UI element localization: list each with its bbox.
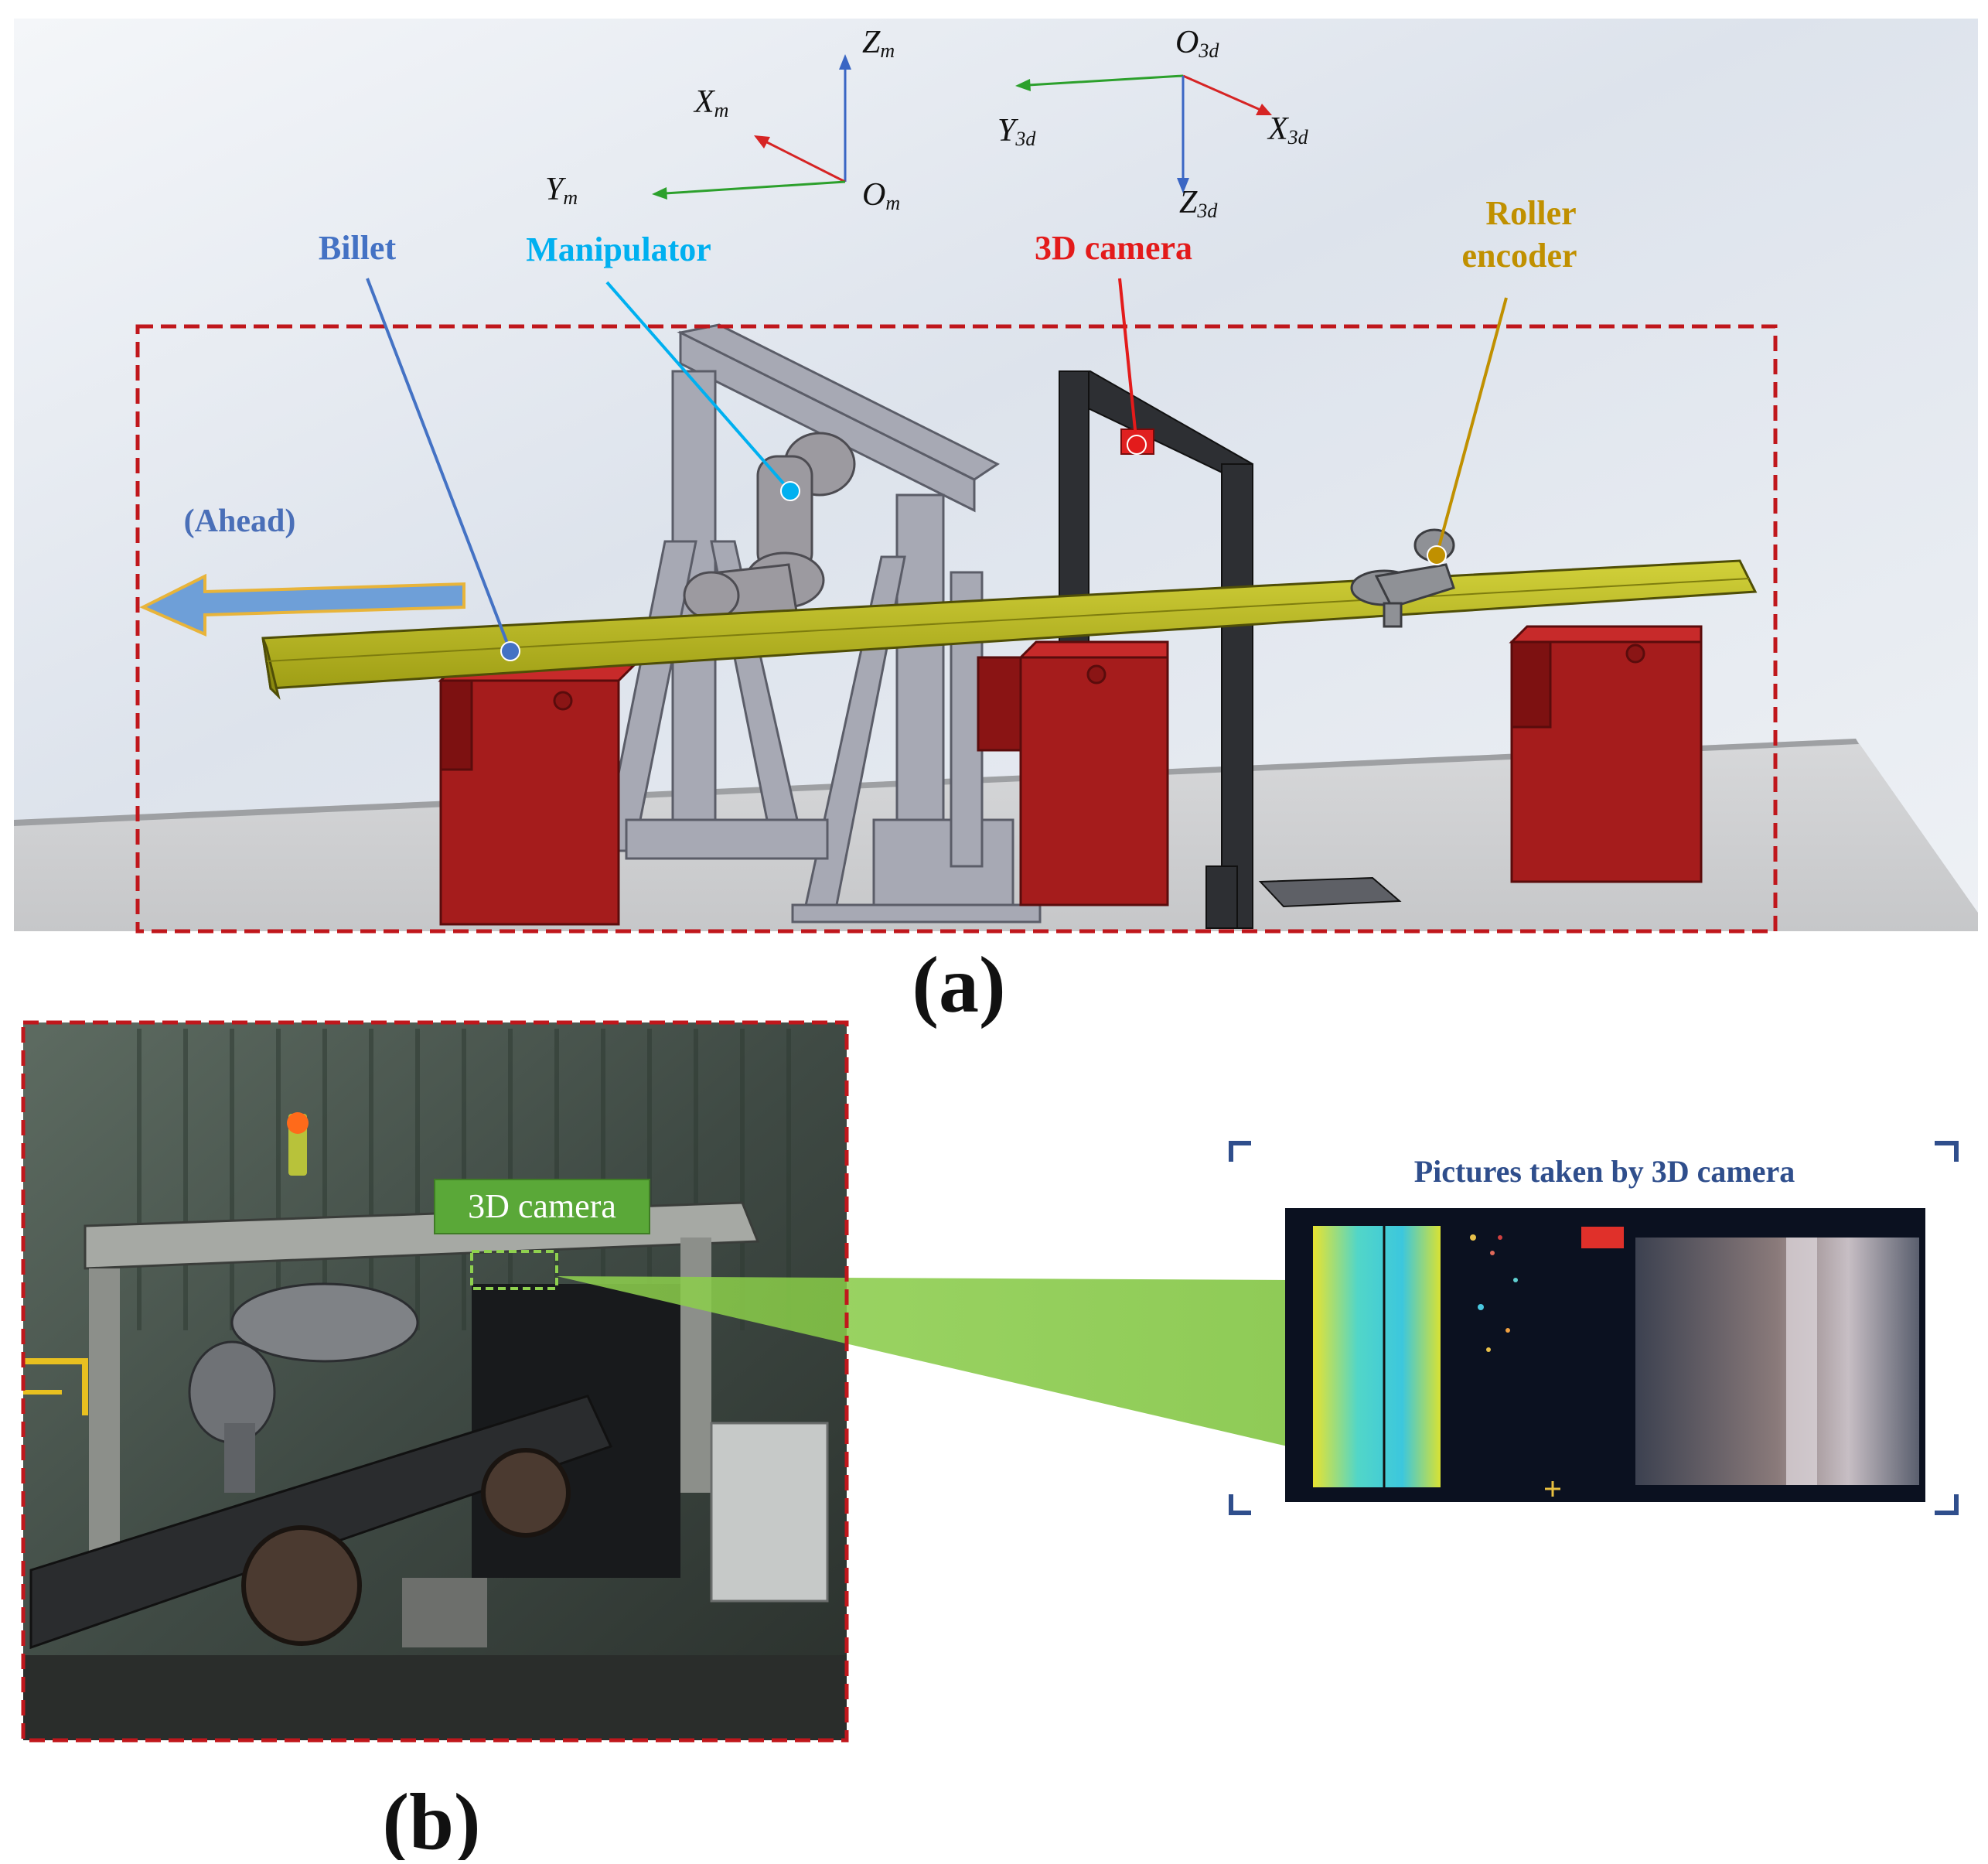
axis-y-3d-label: Y3d (997, 113, 1036, 150)
axis-y-3d (1028, 74, 1184, 87)
manipulator-label: Manipulator (526, 230, 711, 268)
axis-x-3d-arrowhead (1256, 104, 1272, 115)
axis-z-m-arrowhead (839, 54, 851, 70)
camera-highlight-box (470, 1250, 558, 1290)
axis-x-3d-label: X3d (1267, 111, 1309, 149)
axis-y-m (664, 180, 846, 195)
gantry-frame (602, 323, 1042, 923)
ahead-label: (Ahead) (184, 504, 296, 539)
camera-tag-box (434, 1179, 650, 1234)
encoder-leader-line (1435, 297, 1508, 556)
camera-pictures: Pictures taken by 3D camera (1229, 1141, 1959, 1515)
pictures-title: Pictures taken by 3D camera (1414, 1154, 1795, 1189)
axis-z-3d-label: Z3d (1179, 185, 1218, 222)
screen-red-marker (1581, 1227, 1624, 1248)
axis-x-m-arrowhead (754, 135, 770, 149)
viewfinder-brackets (1229, 1141, 1959, 1515)
caption-b: (b) (382, 1777, 480, 1860)
camera-label: 3D camera (1035, 229, 1192, 267)
point-cloud-view (1313, 1226, 1441, 1487)
scatter-points (1470, 1234, 1518, 1352)
encoder-label-line2: encoder (1461, 237, 1577, 275)
projection-beam (557, 1276, 1287, 1446)
manipulator-marker (780, 481, 800, 501)
panel-b-dashed-frame (21, 1020, 849, 1743)
panel-a: (Ahead) Billet Manipulator 3D camera Rol… (14, 19, 1978, 1029)
encoder-marker (1427, 545, 1447, 565)
support-blocks (438, 625, 1703, 926)
axis-x-3d (1182, 74, 1261, 111)
axis-x-m-label: Xm (693, 84, 728, 121)
origin-m-label: Om (862, 177, 900, 214)
camera-leader-line (1118, 278, 1138, 446)
axis-x-m (765, 140, 846, 183)
camera-coordinate-frame: O3d Y3d X3d Z3d (997, 25, 1309, 222)
camera-tag-label: 3D camera (468, 1187, 616, 1225)
caption-a: (a) (912, 941, 1005, 1029)
axis-y-m-label: Ym (545, 172, 578, 209)
intensity-image-view (1635, 1238, 1919, 1485)
ahead-arrow (139, 573, 465, 637)
axis-y-3d-arrowhead (1015, 79, 1031, 91)
billet-leader-line (366, 278, 512, 652)
manipulator-leader-line (605, 281, 792, 493)
factory-photo (23, 1022, 847, 1740)
camera-marker (1127, 435, 1147, 455)
panel-b: 3D camera (b) Pictures taken by 3D camer… (21, 1020, 1959, 1864)
manipulator-arm (683, 432, 856, 620)
origin-3d-label: O3d (1175, 25, 1219, 62)
panel-a-dashed-frame (135, 324, 1778, 934)
billet-label: Billet (319, 229, 397, 267)
axis-z-m-label: Zm (862, 25, 895, 62)
manipulator-coordinate-frame: Zm Xm Ym Om (545, 25, 900, 214)
axis-y-m-arrowhead (652, 187, 667, 200)
encoder-label-line1: Roller (1485, 194, 1576, 232)
axis-z-3d-arrowhead (1177, 178, 1189, 193)
billet-marker (500, 641, 520, 661)
